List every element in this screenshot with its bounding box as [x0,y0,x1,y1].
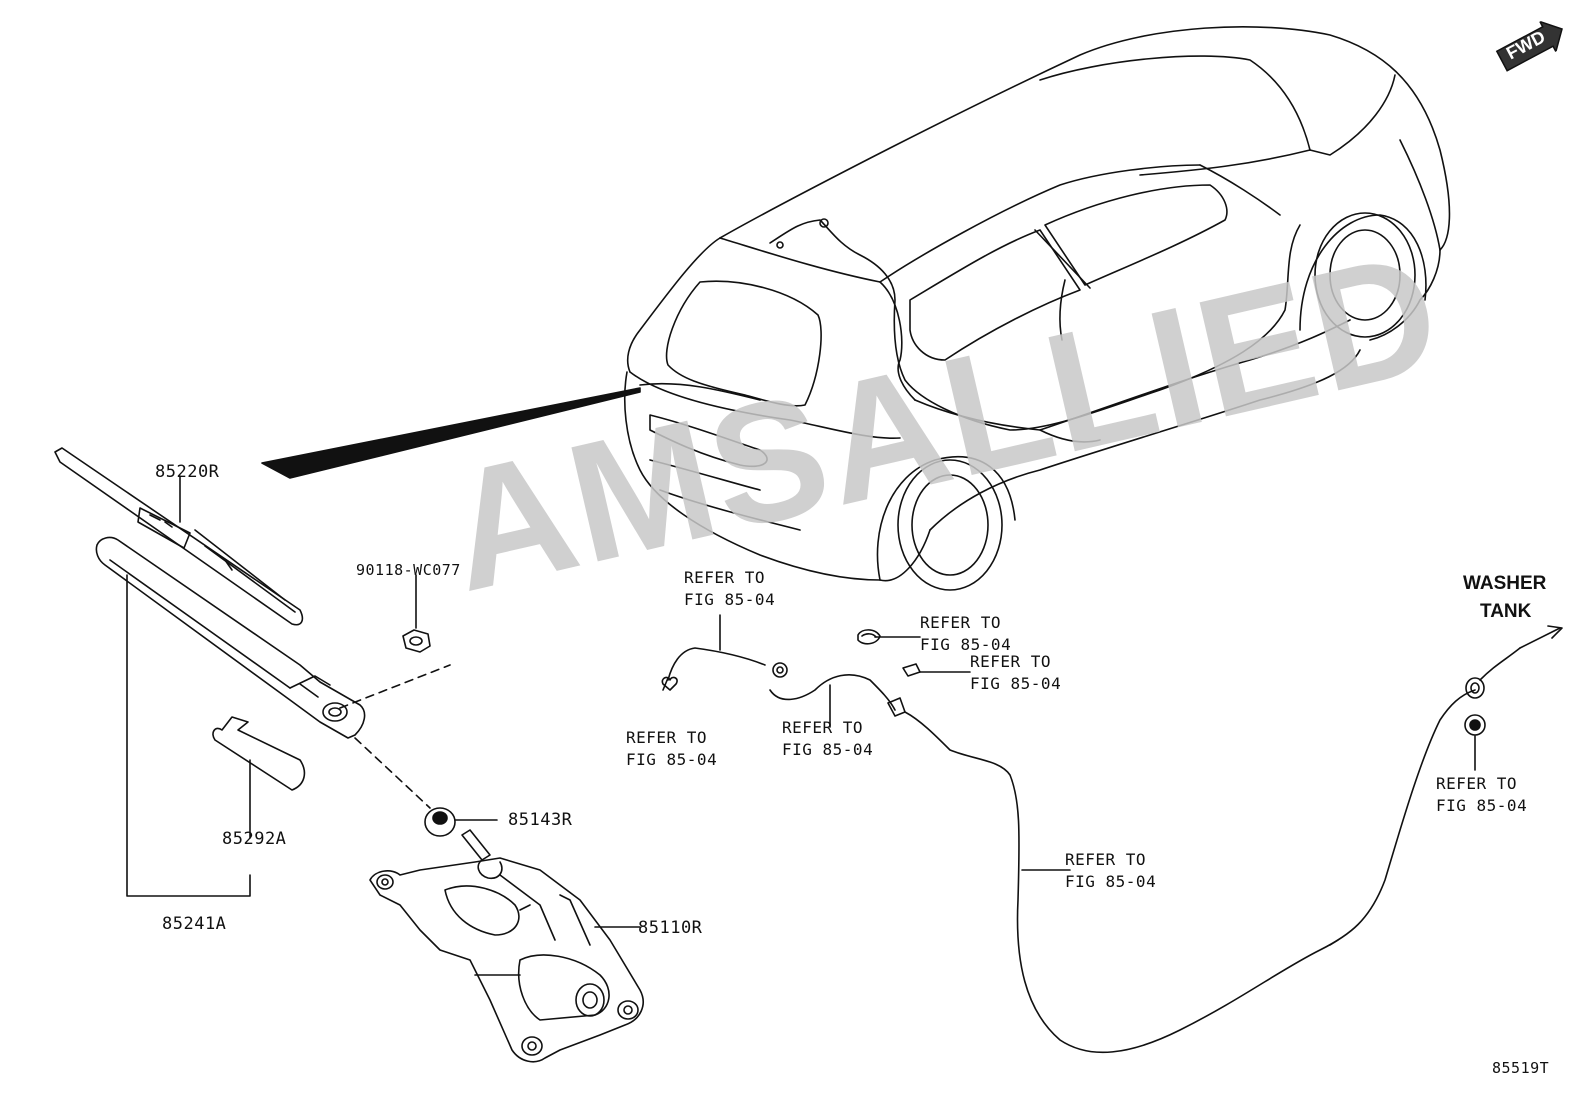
wiper-blade-drawing [54,447,304,626]
refer-line2: FIG 85-04 [920,635,1012,654]
part-label-85220R: 85220R [155,462,220,482]
leader-lines [126,475,641,928]
refer-line2: FIG 85-04 [782,740,874,759]
grommet-drawing [424,807,456,837]
refer-line2: FIG 85-04 [1436,796,1528,815]
refer-label-6: REFER TO FIG 85-04 [1065,849,1156,893]
washer-tank-label-line2: TANK [1480,601,1532,622]
part-label-90118-WC077: 90118-WC077 [356,561,461,579]
refer-label-5: REFER TO FIG 85-04 [782,717,873,761]
refer-line1: REFER TO [684,568,766,587]
refer-line2: FIG 85-04 [970,674,1062,693]
part-label-85143R: 85143R [508,810,573,830]
part-label-85292A: 85292A [222,829,287,849]
refer-label-2: REFER TO FIG 85-04 [920,612,1011,656]
refer-line1: REFER TO [970,652,1052,671]
refer-line2: FIG 85-04 [684,590,776,609]
washer-hoses [661,614,1563,1054]
refer-line1: REFER TO [626,728,708,747]
vehicle-outline [623,26,1451,591]
washer-tank-label-line1: WASHER [1463,573,1547,594]
refer-label-1: REFER TO FIG 85-04 [684,567,775,611]
nut-drawing [402,629,431,653]
refer-line1: REFER TO [1065,850,1147,869]
part-label-85110R: 85110R [638,918,703,938]
part-label-85241A: 85241A [162,914,227,934]
wiper-motor-drawing [369,829,644,1063]
refer-line1: REFER TO [782,718,864,737]
refer-line1: REFER TO [1436,774,1518,793]
refer-label-4: REFER TO FIG 85-04 [626,727,717,771]
dashed-alignment-lines [339,664,451,809]
fwd-arrow-icon: FWD [1492,13,1572,77]
figure-id: 85519T [1492,1059,1550,1077]
refer-label-3: REFER TO FIG 85-04 [970,651,1061,695]
refer-line2: FIG 85-04 [626,750,718,769]
refer-line2: FIG 85-04 [1065,872,1157,891]
arm-cover-drawing [212,716,306,791]
pointer-wedge [261,387,641,479]
refer-label-7: REFER TO FIG 85-04 [1436,773,1527,817]
refer-line1: REFER TO [920,613,1002,632]
wiper-arm-drawing [95,536,366,739]
